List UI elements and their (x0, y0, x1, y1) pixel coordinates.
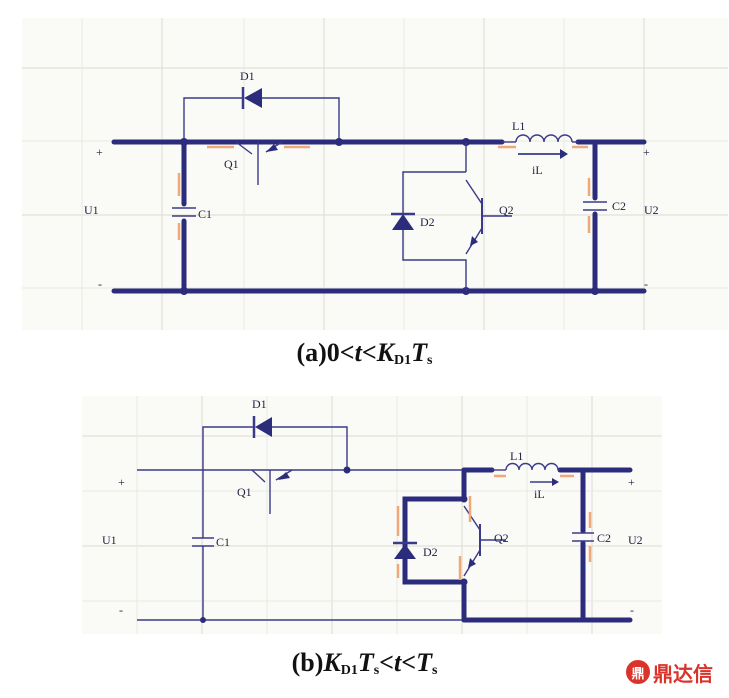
node (335, 138, 343, 146)
caption-a-s: s (427, 353, 433, 368)
label-plus-right: + (628, 475, 635, 489)
d1-wire-right (272, 426, 348, 470)
logo: 鼎 鼎达信 (626, 656, 726, 688)
node (460, 495, 468, 503)
caption-b-lt2: < (401, 648, 417, 677)
caption-a-k: K (376, 338, 395, 367)
caption-b-t: t (394, 648, 402, 677)
l1-coil (505, 462, 559, 471)
d1-wire-left (183, 97, 244, 142)
caption-b-T: T (357, 648, 374, 677)
logo-text: 鼎达信 (653, 661, 713, 686)
label-u2: U2 (644, 203, 659, 217)
il-arrow-head (552, 478, 559, 486)
q1-arrow (278, 472, 290, 480)
circuit-diagram-b: D1 Q1 C1 U1 L1 iL D2 Q2 C2 U2 + - + - (82, 396, 662, 634)
node (343, 466, 351, 474)
grid-background (82, 396, 662, 634)
label-q2: Q2 (499, 203, 514, 217)
caption-b-prefix: (b) (291, 648, 324, 677)
caption-a-T: T (411, 338, 428, 367)
node (180, 138, 188, 146)
q2-arrow (468, 558, 476, 568)
q2-arrow (470, 236, 478, 246)
label-c1: C1 (198, 207, 212, 221)
q1-collector (251, 469, 266, 483)
caption-b-s: s (373, 663, 380, 678)
d1-wire-left (202, 426, 255, 470)
label-u1: U1 (84, 203, 99, 217)
label-q2: Q2 (494, 531, 509, 545)
caption-b-k: K (323, 648, 341, 677)
label-c2: C2 (612, 199, 626, 213)
d2-wire-top (402, 171, 466, 214)
caption-b-T2: T (416, 648, 432, 677)
caption-b-d1: D1 (340, 663, 358, 678)
d2-wire-bottom (402, 230, 467, 291)
grid (82, 396, 662, 634)
label-l1: L1 (510, 449, 523, 463)
label-plus-left: + (96, 145, 103, 159)
label-il: iL (534, 487, 545, 501)
caption-a-lt: < (361, 338, 377, 367)
caption-b-lt: < (379, 648, 394, 677)
il-arrow-head (560, 149, 568, 159)
d1-wire-right (262, 97, 340, 142)
label-minus-right: - (630, 603, 634, 617)
caption-b-s2: s (431, 663, 438, 678)
label-plus-right: + (643, 145, 650, 159)
caption-a-prefix: (a)0< (296, 338, 355, 367)
circuit-b-svg: D1 Q1 C1 U1 L1 iL D2 Q2 C2 U2 + - + - (82, 396, 662, 634)
label-minus-left: - (119, 603, 123, 617)
node (200, 617, 206, 623)
label-minus-left: - (98, 277, 102, 291)
l1-coil (515, 134, 573, 143)
label-d1: D1 (240, 69, 255, 83)
logo-mark-icon: 鼎 (626, 660, 650, 684)
label-q1: Q1 (224, 157, 239, 171)
label-q1: Q1 (237, 485, 252, 499)
circuit-diagram-a: D1 Q1 C1 U1 L1 iL D2 Q2 C2 U2 + - + - (22, 18, 728, 330)
q1-arrow (266, 144, 278, 152)
d2-diode (394, 544, 416, 559)
caption-a-t: t (354, 338, 362, 367)
q1-collector (235, 141, 253, 155)
label-u1: U1 (102, 533, 117, 547)
q2-collector (465, 179, 483, 205)
label-l1: L1 (512, 119, 525, 133)
freewheel-loop (402, 467, 467, 623)
label-d1: D1 (252, 397, 267, 411)
label-c2: C2 (597, 531, 611, 545)
label-c1: C1 (216, 535, 230, 549)
label-minus-right: - (644, 277, 648, 291)
q2-collector (463, 505, 481, 531)
label-d2: D2 (420, 215, 435, 229)
d2-diode (392, 214, 414, 230)
label-d2: D2 (423, 545, 438, 559)
caption-b: (b)KD1Ts<t<Ts (0, 648, 729, 679)
label-il: iL (532, 163, 543, 177)
d1-diode (255, 417, 272, 437)
caption-a: (a)0<t<KD1Ts (0, 338, 729, 369)
node (180, 287, 188, 295)
node (460, 578, 468, 586)
label-plus-left: + (118, 475, 125, 489)
grid-background (22, 18, 728, 330)
d1-diode (244, 88, 262, 108)
circuit-a-svg: D1 Q1 C1 U1 L1 iL D2 Q2 C2 U2 + - + - (22, 18, 728, 330)
label-u2: U2 (628, 533, 643, 547)
caption-a-d1: D1 (394, 353, 412, 368)
